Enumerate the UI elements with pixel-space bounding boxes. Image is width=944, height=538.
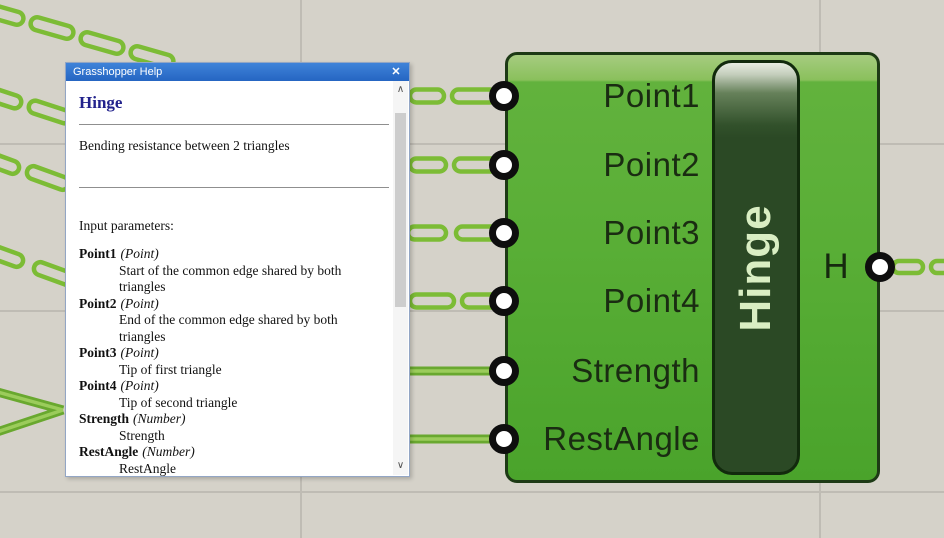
input-port-point3[interactable]	[489, 218, 519, 248]
help-window: Grasshopper Help ✕ Hinge Bending resista…	[65, 62, 410, 477]
param-type: (Number)	[133, 411, 186, 426]
input-label-point4: Point4	[603, 282, 700, 319]
grid-line-horizontal	[0, 143, 944, 145]
input-port-point4[interactable]	[489, 286, 519, 316]
param-name: Point3	[79, 345, 117, 360]
grid-line-horizontal	[0, 310, 944, 312]
solid-wire-numbers	[0, 366, 506, 444]
help-content: Hinge Bending resistance between 2 trian…	[66, 81, 393, 476]
input-port-restangle[interactable]	[489, 424, 519, 454]
param-name: Point2	[79, 295, 117, 311]
param-entry: Point1(Point) Start of the common edge s…	[79, 246, 393, 296]
param-desc: End of the common edge shared by both tr…	[119, 312, 338, 344]
input-port-strength[interactable]	[489, 356, 519, 386]
param-name: RestAngle	[79, 444, 139, 459]
param-type: (Point)	[120, 246, 159, 261]
help-heading: Hinge	[79, 93, 123, 112]
param-type: (Point)	[120, 295, 159, 311]
help-section-label: Input parameters:	[79, 217, 174, 233]
component-name-label: Hinge	[731, 203, 780, 332]
param-desc: Start of the common edge shared by both …	[119, 262, 342, 295]
param-name: Point1	[79, 246, 117, 261]
input-label-point2: Point2	[603, 146, 700, 183]
param-entry: Strength(Number) Strength	[79, 411, 393, 444]
param-entry: Point4(Point) Tip of second triangle	[79, 378, 393, 411]
output-label-h: H	[823, 247, 849, 286]
param-entry: RestAngle(Number) RestAngle	[79, 444, 393, 476]
input-port-point1[interactable]	[489, 81, 519, 111]
param-entry: Point3(Point) Tip of first triangle	[79, 345, 393, 378]
dashed-wire-output	[890, 258, 944, 276]
param-name: Point4	[79, 378, 117, 393]
param-entry: Point2(Point) End of the common edge sha…	[79, 296, 393, 346]
grid-line-horizontal	[0, 491, 944, 493]
scroll-up-icon[interactable]: ∧	[396, 84, 405, 95]
help-window-titlebar[interactable]: Grasshopper Help ✕	[66, 63, 409, 81]
input-label-restangle: RestAngle	[543, 420, 700, 457]
help-window-title: Grasshopper Help	[73, 66, 163, 78]
input-label-point3: Point3	[603, 214, 700, 251]
param-desc: Strength	[119, 427, 165, 443]
input-port-point2[interactable]	[489, 150, 519, 180]
param-desc: Tip of second triangle	[119, 394, 238, 410]
param-list: Point1(Point) Start of the common edge s…	[79, 246, 393, 476]
param-desc: RestAngle	[119, 460, 176, 476]
scrollbar[interactable]: ∧ ∨	[393, 81, 408, 475]
scroll-down-icon[interactable]: ∨	[396, 460, 405, 471]
scrollbar-thumb[interactable]	[395, 113, 406, 307]
hinge-component[interactable]: Point1 Point2 Point3 Point4 Strength Res…	[505, 52, 880, 483]
close-icon[interactable]: ✕	[391, 66, 401, 78]
param-type: (Point)	[120, 378, 159, 393]
param-type: (Point)	[120, 345, 159, 360]
dashed-wire-point-inputs	[405, 87, 507, 310]
param-type: (Number)	[142, 444, 195, 459]
input-label-point1: Point1	[603, 77, 700, 114]
output-port-h[interactable]	[865, 252, 895, 282]
input-label-strength: Strength	[571, 352, 700, 389]
component-name-capsule[interactable]: Hinge	[712, 60, 800, 475]
param-name: Strength	[79, 411, 130, 426]
help-description: Bending resistance between 2 triangles	[79, 138, 290, 153]
param-desc: Tip of first triangle	[119, 361, 222, 377]
